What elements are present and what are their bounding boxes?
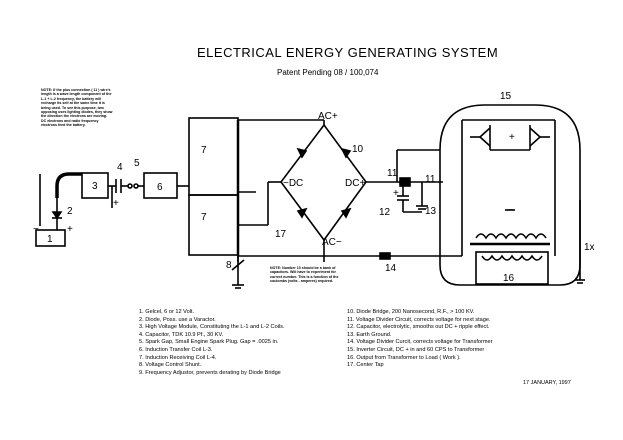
label-10: 10 xyxy=(352,144,364,155)
transformer-primary xyxy=(475,233,547,240)
legend-item: 1. Gelcel, 6 or 12 Volt. xyxy=(139,309,195,315)
label-1x: 1x xyxy=(584,242,595,253)
label-dc-minus: −DC xyxy=(283,178,303,189)
legend-left: 1. Gelcel, 6 or 12 Volt. 2. Diode, Poss.… xyxy=(139,309,285,377)
document-date: 17 JANUARY, 1997 xyxy=(523,380,571,386)
battery-box xyxy=(35,229,66,247)
receiving-coil-7-bottom xyxy=(188,194,239,256)
legend-item: 16. Output from Transformer to Load ( Wo… xyxy=(347,354,461,361)
label-7-top: 7 xyxy=(201,145,207,156)
label-3: 3 xyxy=(92,181,98,192)
legend-item: 9. Frequency Adjustor, prevents derating… xyxy=(139,369,281,376)
polarity-plus-left: + xyxy=(67,224,73,235)
label-11a: 11 xyxy=(387,168,398,179)
label-dc-plus: DC+ xyxy=(345,178,365,189)
label-ac-minus: AC− xyxy=(322,237,342,248)
legend-item: 17. Center Tap xyxy=(347,362,384,369)
page-title: ELECTRICAL ENERGY GENERATING SYSTEM xyxy=(197,45,499,60)
legend-item: 8. Voltage Control Shunt. xyxy=(139,362,202,369)
label-8: 8 xyxy=(226,260,232,271)
legend-item: 4. Capacitor, TDK 10.9 Pf., 30 KV. xyxy=(139,331,224,338)
label-ac-plus: AC+ xyxy=(318,111,338,122)
label-5: 5 xyxy=(134,158,140,169)
label-6: 6 xyxy=(157,182,163,193)
legend-right: 10. Diode Bridge, 200 Nanosecond, R.F., … xyxy=(347,309,493,370)
patent-subtitle: Patent Pending 08 / 100,074 xyxy=(277,68,379,77)
capacitor-note: NOTE: Number 10 should be a bank of capa… xyxy=(270,266,339,284)
diode-2 xyxy=(51,211,63,220)
inverter-enclosure xyxy=(439,104,581,286)
label-16: 16 xyxy=(503,273,515,284)
legend-item: 15. Inverter Circuit, DC + in and 60 CPS… xyxy=(347,346,485,353)
polarity-plus-mid: + xyxy=(113,198,119,209)
label-13: 13 xyxy=(425,206,437,217)
polarity-plus-cap: + xyxy=(393,188,399,199)
label-2: 2 xyxy=(67,206,73,217)
voltage-divider-11 xyxy=(399,177,411,187)
legend-item: 6. Induction Transfer Coil L-3. xyxy=(139,346,213,353)
output-16 xyxy=(475,251,549,285)
receiving-coil-7-top xyxy=(188,117,239,196)
label-1: 1 xyxy=(47,234,53,245)
label-17: 17 xyxy=(275,229,287,240)
label-11b: 11 xyxy=(425,174,436,185)
label-12: 12 xyxy=(379,207,391,218)
polarity-minus-inverter: − xyxy=(508,205,514,216)
polarity-plus-inverter: + xyxy=(509,132,515,143)
label-14: 14 xyxy=(385,263,397,274)
spark-gap-5 xyxy=(127,183,133,189)
legend-item: 13. Earth Ground. xyxy=(347,331,392,338)
legend-item: 12. Capacitor, electrolytic, smooths out… xyxy=(347,324,490,331)
legend-item: 11. Voltage Divider Circuit, corrects vo… xyxy=(347,316,491,323)
label-15: 15 xyxy=(500,91,512,102)
legend-item: 10. Diode Bridge, 200 Nanosecond, R.F., … xyxy=(347,309,475,315)
legend-item: 5. Spark Gap, Small Engine Spark Plug. G… xyxy=(139,339,279,346)
legend-item: 3. High Voltage Module, Constituting the… xyxy=(139,324,285,331)
label-4: 4 xyxy=(117,162,123,173)
legend-item: 2. Diode, Poss. use a Varactor. xyxy=(139,316,216,323)
label-7-bottom: 7 xyxy=(201,212,207,223)
legend-item: 7. Induction Receiving Coil L-4. xyxy=(139,354,217,361)
battery-note: NOTE: If the plus connection ( 11 ) wire… xyxy=(41,88,113,128)
legend-item: 14. Voltage Divider Curcit, corrects vol… xyxy=(347,339,493,346)
transformer-secondary xyxy=(481,254,543,261)
polarity-minus-left: − xyxy=(33,224,39,235)
voltage-divider-14 xyxy=(379,252,391,260)
